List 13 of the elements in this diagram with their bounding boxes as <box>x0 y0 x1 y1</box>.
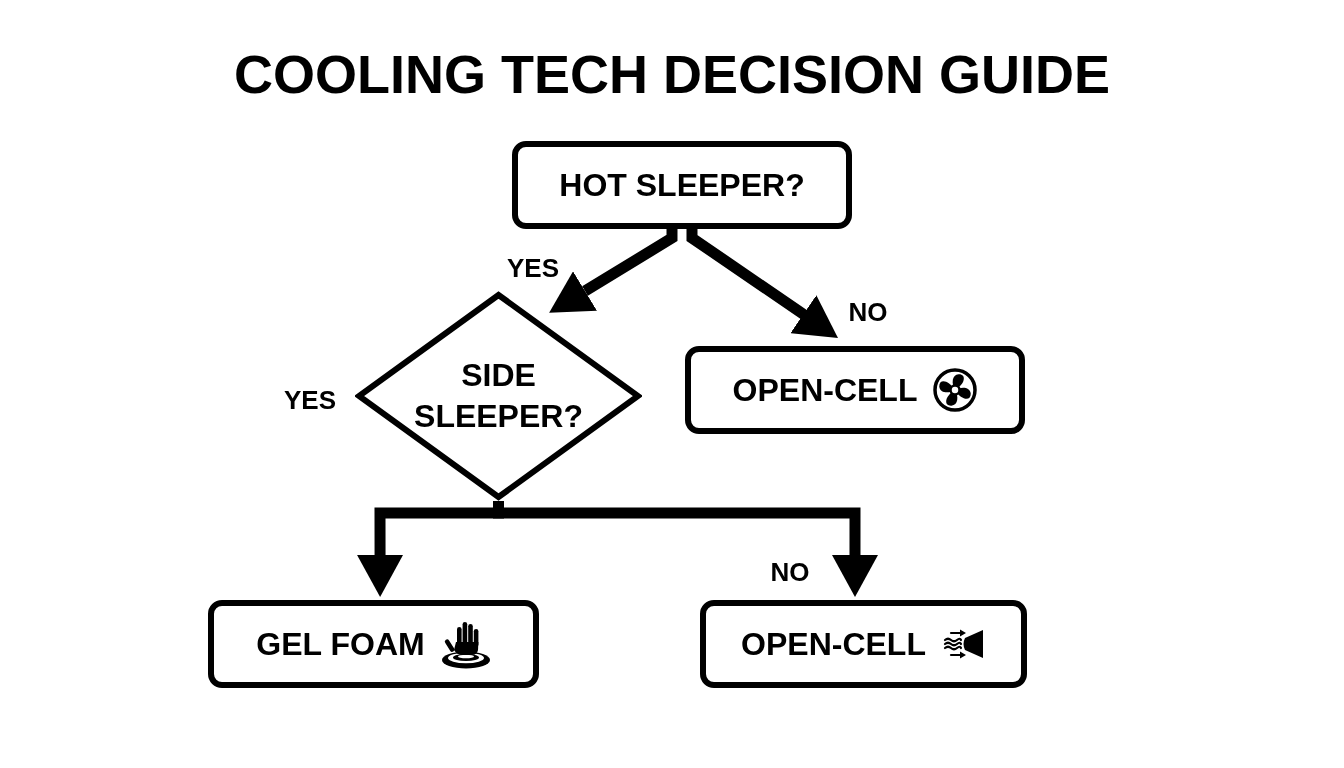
node-label: SIDE SLEEPER? <box>413 356 584 436</box>
question-box <box>512 141 852 229</box>
node-label: OPEN-CELL <box>741 628 926 660</box>
node-label: OPEN-CELL <box>732 374 918 406</box>
branch-label: YES <box>284 387 336 413</box>
result-box <box>700 600 1027 688</box>
title: COOLING TECH DECISION GUIDE <box>233 43 1111 106</box>
decision-diamond <box>355 291 642 501</box>
result-box <box>208 600 539 688</box>
arrow <box>549 229 678 313</box>
node-label: HOT SLEEPER? <box>559 169 805 201</box>
node-label: GEL FOAM <box>256 628 425 660</box>
result-box <box>685 346 1025 434</box>
